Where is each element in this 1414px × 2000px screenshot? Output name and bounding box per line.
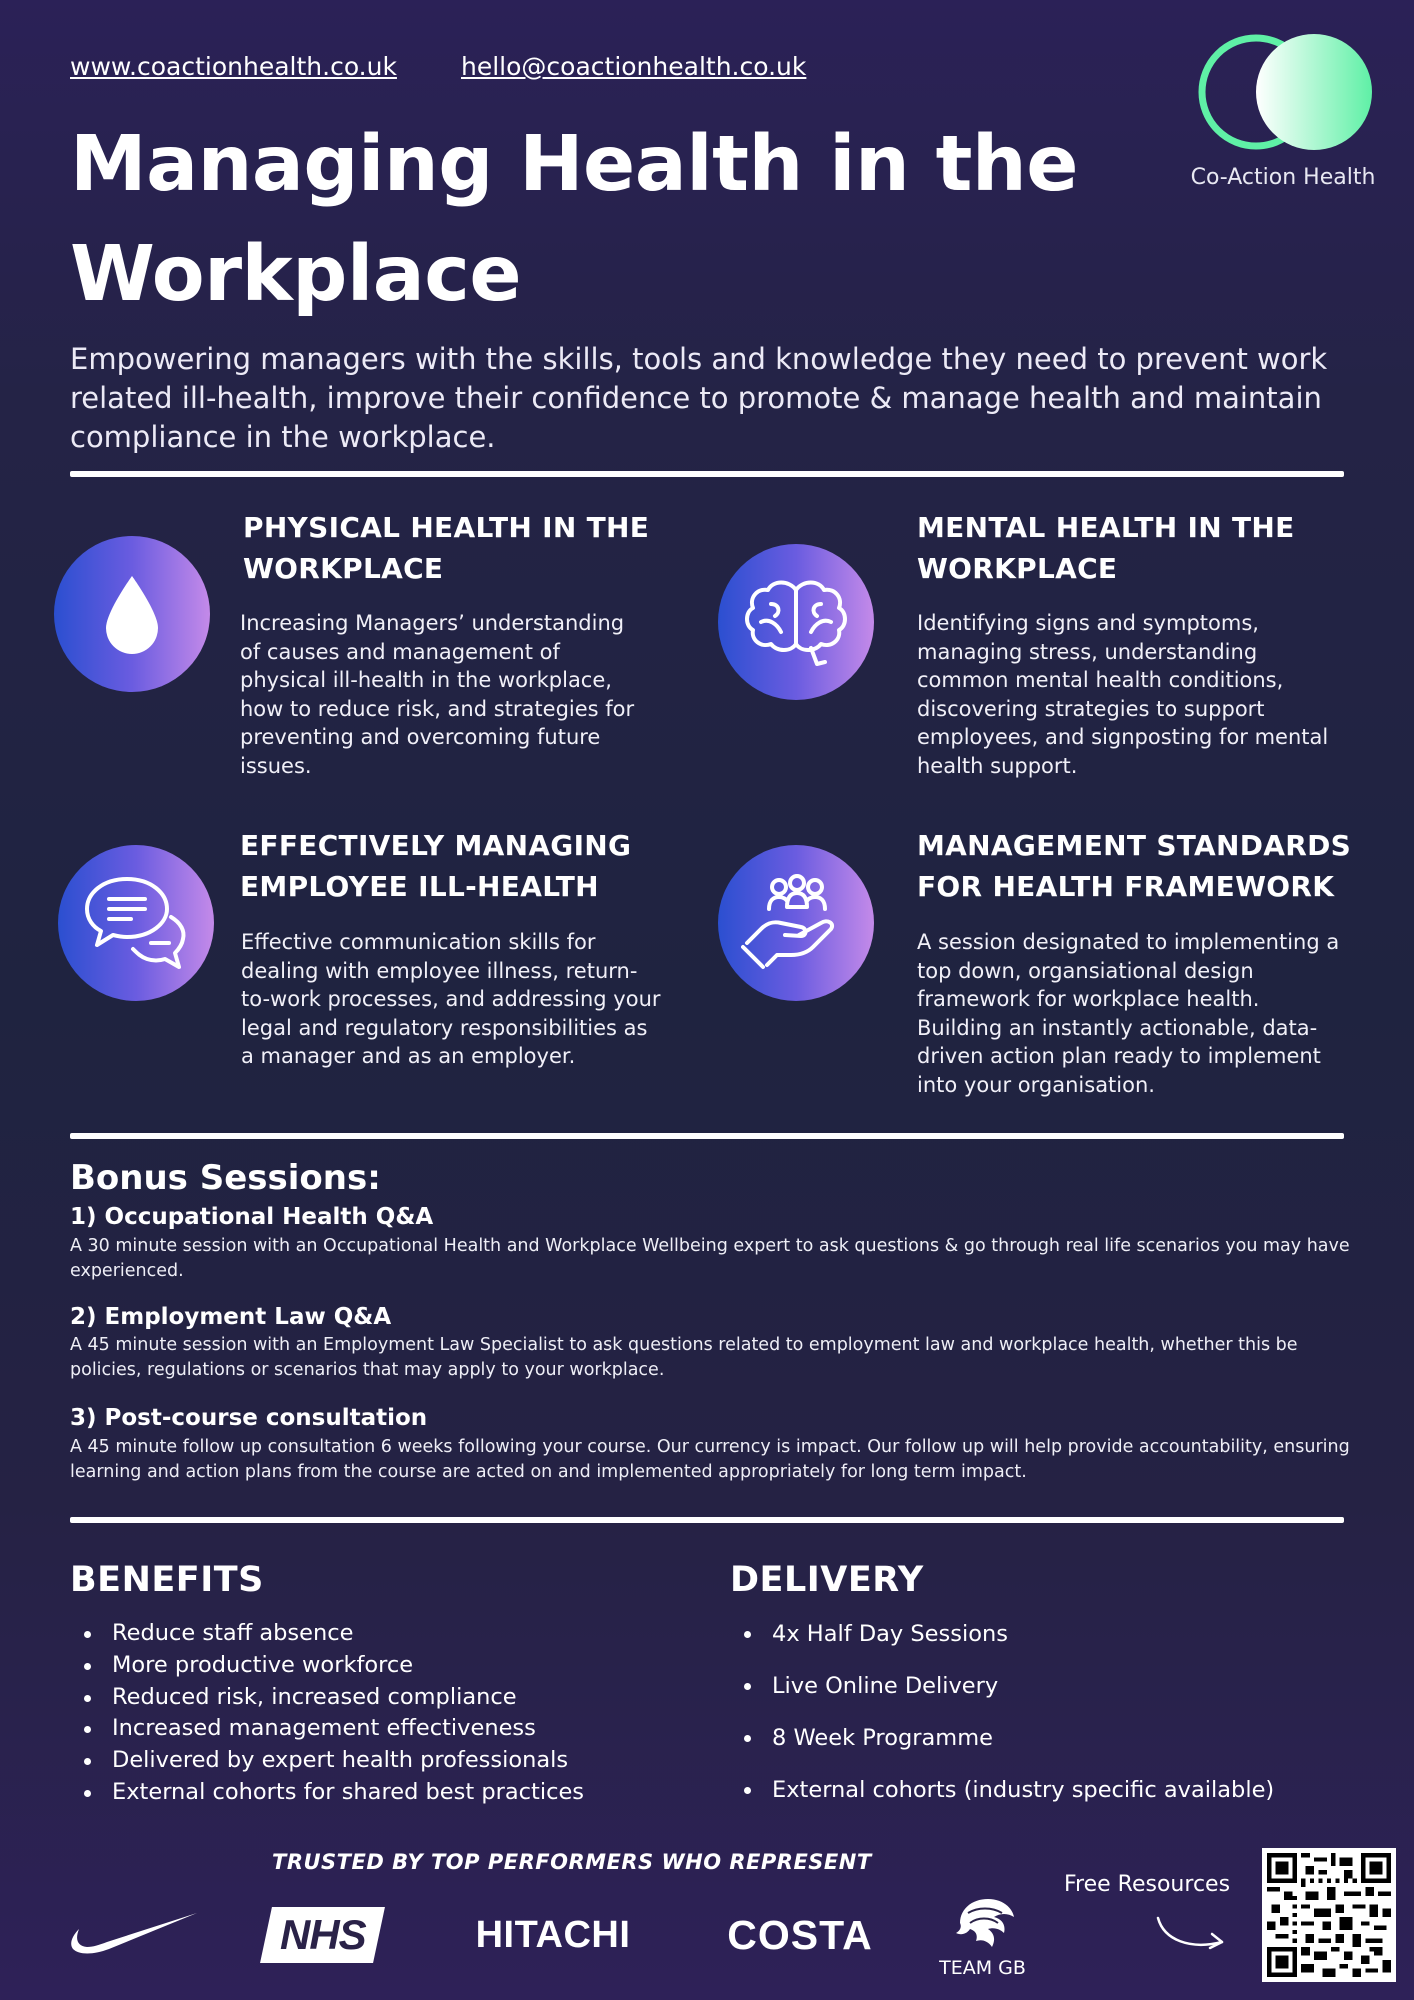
list-item: 8 Week Programme — [732, 1712, 1372, 1764]
bonus-item-title: 2) Employment Law Q&A — [70, 1304, 392, 1330]
section-title-mental: MENTAL HEALTH IN THE WORKPLACE — [917, 511, 1295, 585]
section-text-mental: Identifying signs and symptoms, managing… — [917, 611, 1329, 778]
list-item: Increased management effectiveness — [72, 1713, 672, 1745]
section-text-physical: Increasing Managers’ understanding of ca… — [240, 611, 635, 778]
delivery-list: 4x Half Day Sessions Live Online Deliver… — [732, 1608, 1372, 1816]
managing-ill-health-badge — [58, 845, 214, 1001]
bonus-item-title: 3) Post-course consultation — [70, 1405, 428, 1431]
bonus-item-text: A 30 minute session with an Occupational… — [70, 1236, 1350, 1281]
brand-name: Co-Action Health — [1190, 165, 1376, 190]
team-gb-logo: TEAM GB — [935, 1895, 1030, 1980]
nike-logo — [68, 1900, 200, 1970]
co-action-logo-icon — [1198, 34, 1372, 150]
costa-logo: COSTA — [727, 1911, 873, 1958]
water-drop-icon — [106, 576, 158, 654]
list-item: More productive workforce — [72, 1650, 672, 1682]
list-item: Delivered by expert health professionals — [72, 1745, 672, 1777]
nhs-logo: NHS — [260, 1900, 385, 1970]
list-item: Reduced risk, increased compliance — [72, 1682, 672, 1714]
chat-bubbles-icon — [85, 877, 186, 969]
free-resources-label: Free Resources — [1064, 1872, 1231, 1897]
bonus-item-text: A 45 minute follow up consultation 6 wee… — [70, 1437, 1350, 1482]
page-title: Managing Health in the Workplace — [70, 120, 1078, 319]
bonus-heading: Bonus Sessions: — [70, 1158, 381, 1198]
list-item: Live Online Delivery — [732, 1660, 1372, 1712]
list-item: Reduce staff absence — [72, 1618, 672, 1650]
divider — [70, 471, 1344, 477]
list-item: External cohorts (industry specific avai… — [732, 1764, 1372, 1816]
bonus-item-text: A 45 minute session with an Employment L… — [70, 1335, 1298, 1380]
hand-with-people-icon — [741, 874, 834, 969]
section-title-standards: MANAGEMENT STANDARDS FOR HEALTH FRAMEWOR… — [917, 829, 1352, 903]
trusted-by-heading: TRUSTED BY TOP PERFORMERS WHO REPRESENT — [272, 1850, 872, 1874]
benefits-heading: BENEFITS — [70, 1560, 264, 1600]
qr-code[interactable] — [1262, 1848, 1396, 1982]
section-title-physical: PHYSICAL HEALTH IN THE WORKPLACE — [243, 511, 650, 585]
brand-logo — [1190, 30, 1376, 155]
section-title-managing: EFFECTIVELY MANAGING EMPLOYEE ILL-HEALTH — [240, 829, 632, 903]
curved-arrow-icon — [1156, 1916, 1224, 1950]
qr-code-icon — [1267, 1853, 1391, 1977]
divider — [70, 1133, 1344, 1139]
brain-icon — [745, 580, 847, 666]
section-text-managing: Effective communication skills for deali… — [241, 930, 661, 1068]
website-link[interactable]: www.coactionhealth.co.uk — [70, 52, 397, 81]
nike-swoosh-icon — [71, 1913, 197, 1954]
physical-health-badge — [54, 536, 210, 692]
intro-text: Empowering managers with the skills, too… — [70, 342, 1328, 454]
delivery-heading: DELIVERY — [730, 1560, 924, 1600]
section-text-standards: A session designated to implementing a t… — [917, 930, 1340, 1097]
hitachi-logo: HITACHI — [475, 1913, 631, 1956]
lion-head-icon — [955, 1899, 1014, 1947]
email-link[interactable]: hello@coactionhealth.co.uk — [461, 52, 807, 81]
list-item: 4x Half Day Sessions — [732, 1608, 1372, 1660]
list-item: External cohorts for shared best practic… — [72, 1777, 672, 1809]
divider — [70, 1517, 1344, 1523]
benefits-list: Reduce staff absence More productive wor… — [72, 1618, 672, 1809]
mental-health-badge — [718, 544, 874, 700]
bonus-item-title: 1) Occupational Health Q&A — [70, 1204, 434, 1230]
standards-framework-badge — [718, 845, 874, 1001]
